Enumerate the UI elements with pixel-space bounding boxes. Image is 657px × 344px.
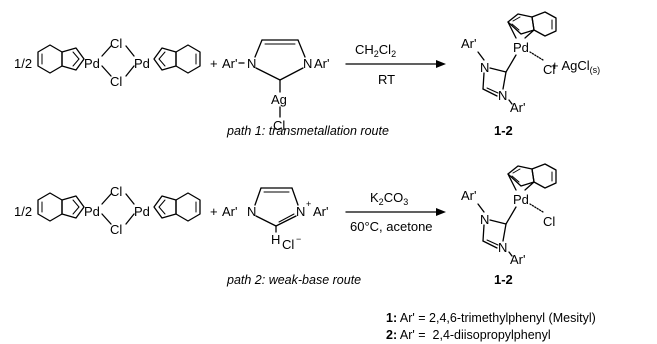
solvent-cl: Cl bbox=[379, 42, 391, 57]
reaction-arrow-2-head bbox=[436, 208, 446, 216]
palladium-atom-right: Pd bbox=[134, 56, 150, 71]
base-co: CO bbox=[384, 190, 404, 205]
compound-number-path2: 1-2 bbox=[494, 272, 513, 287]
plus-sign: + bbox=[210, 56, 218, 71]
byproduct-label: + AgCl(s) bbox=[551, 58, 600, 75]
bridging-chloride-top-2: Cl bbox=[110, 184, 122, 199]
legend-entry-2: 2: Ar' = 2,4-diisopropylphenyl bbox=[386, 328, 551, 342]
nitrogen-atom-left-2: N bbox=[247, 204, 256, 219]
bridging-chloride-bottom: Cl bbox=[110, 74, 122, 89]
path1-coefficient: 1/2 bbox=[14, 56, 32, 71]
silver-atom: Ag bbox=[271, 92, 287, 107]
chloride-ligand-product-2: Cl bbox=[543, 214, 555, 229]
palladium-atom-left: Pd bbox=[84, 56, 100, 71]
legend-entry-1: 1: Ar' = 2,4,6-trimethylphenyl (Mesityl) bbox=[386, 311, 596, 325]
legend-entry-1-text: Ar' = 2,4,6-trimethylphenyl (Mesityl) bbox=[397, 311, 596, 325]
byproduct-state: (s) bbox=[590, 65, 601, 75]
palladium-atom-left-2: Pd bbox=[84, 204, 100, 219]
positive-charge: + bbox=[306, 199, 311, 209]
base-sub-1: 2 bbox=[379, 197, 384, 207]
indenyl-ligand-right-2 bbox=[153, 192, 201, 222]
nitrogen-atom-top: N bbox=[480, 60, 489, 75]
indenyl-ligand-left-2 bbox=[37, 192, 85, 222]
route-label-path1: path 1: transmetallation route bbox=[226, 124, 389, 138]
condition-temp-solvent: 60°C, acetone bbox=[350, 219, 433, 234]
condition-temperature: RT bbox=[378, 72, 395, 87]
negative-charge: − bbox=[296, 234, 301, 244]
legend-entry-1-number: 1: bbox=[386, 311, 397, 325]
substituent-legend: 1: Ar' = 2,4,6-trimethylphenyl (Mesityl)… bbox=[386, 311, 596, 342]
bridging-chloride-bottom-2: Cl bbox=[110, 222, 122, 237]
aryl-substituent-bottom-2: Ar' bbox=[510, 252, 525, 267]
legend-entry-2-text: Ar' = 2,4-diisopropylphenyl bbox=[397, 328, 551, 342]
legend-entry-2-number: 2: bbox=[386, 328, 397, 342]
solvent-sub-1: 2 bbox=[374, 49, 379, 59]
product-complex-2: Pd Cl Ar' N N Ar' bbox=[461, 163, 557, 267]
aryl-substituent-left-2: Ar' bbox=[222, 204, 237, 219]
product-complex-1: Pd Cl Ar' N N Ar' bbox=[461, 11, 557, 115]
indenyl-on-pd bbox=[507, 11, 557, 39]
silver-nhc-complex: Ar' N N Ar' Ag Cl bbox=[222, 39, 329, 133]
solvent-label: CH2Cl2 bbox=[355, 42, 396, 59]
nitrogen-atom-top-2: N bbox=[480, 212, 489, 227]
plus-sign-2: + bbox=[210, 204, 218, 219]
palladium-atom-right-2: Pd bbox=[134, 204, 150, 219]
solvent-ch: CH bbox=[355, 42, 374, 57]
indenyl-on-pd-2 bbox=[507, 163, 557, 191]
aryl-substituent-top: Ar' bbox=[461, 36, 476, 51]
compound-number-path1: 1-2 bbox=[494, 123, 513, 138]
nitrogen-atom-right: N bbox=[303, 56, 312, 71]
palladium-atom-product: Pd bbox=[513, 40, 529, 55]
silver-chloride-ligand: Cl bbox=[273, 118, 285, 133]
indenyl-ligand-left bbox=[37, 44, 85, 74]
path1-row: 1/2 Pd Pd Cl Cl + Ar' N bbox=[14, 11, 600, 138]
nitrogen-atom-bottom-2: N bbox=[498, 240, 507, 255]
imidazolium-salt: Ar' N N + Ar' H Cl − bbox=[222, 187, 328, 252]
aryl-substituent-right-2: Ar' bbox=[313, 204, 328, 219]
nitrogen-atom-cationic: N bbox=[296, 204, 305, 219]
aryl-substituent-left: Ar' bbox=[222, 56, 237, 71]
byproduct-agcl: + AgCl bbox=[551, 58, 590, 73]
base-sub-2: 3 bbox=[403, 197, 408, 207]
chloride-counterion: Cl bbox=[282, 237, 294, 252]
path2-row: 1/2 Pd Pd Cl Cl + Ar' N N + bbox=[14, 163, 557, 287]
indenyl-ligand-right bbox=[153, 44, 201, 74]
bridging-chloride-top: Cl bbox=[110, 36, 122, 51]
nitrogen-atom-bottom: N bbox=[498, 88, 507, 103]
aryl-substituent-top-2: Ar' bbox=[461, 188, 476, 203]
base-label: K2CO3 bbox=[370, 190, 408, 207]
base-k: K bbox=[370, 190, 379, 205]
aryl-substituent-right: Ar' bbox=[314, 56, 329, 71]
c2-hydrogen: H bbox=[271, 232, 280, 247]
reaction-arrow-1-head bbox=[436, 60, 446, 68]
solvent-sub-2: 2 bbox=[391, 49, 396, 59]
path2-coefficient: 1/2 bbox=[14, 204, 32, 219]
chloride-ligand-product: Cl bbox=[543, 62, 555, 77]
route-label-path2: path 2: weak-base route bbox=[226, 273, 361, 287]
palladium-atom-product-2: Pd bbox=[513, 192, 529, 207]
aryl-substituent-bottom: Ar' bbox=[510, 100, 525, 115]
nitrogen-atom-left: N bbox=[247, 56, 256, 71]
